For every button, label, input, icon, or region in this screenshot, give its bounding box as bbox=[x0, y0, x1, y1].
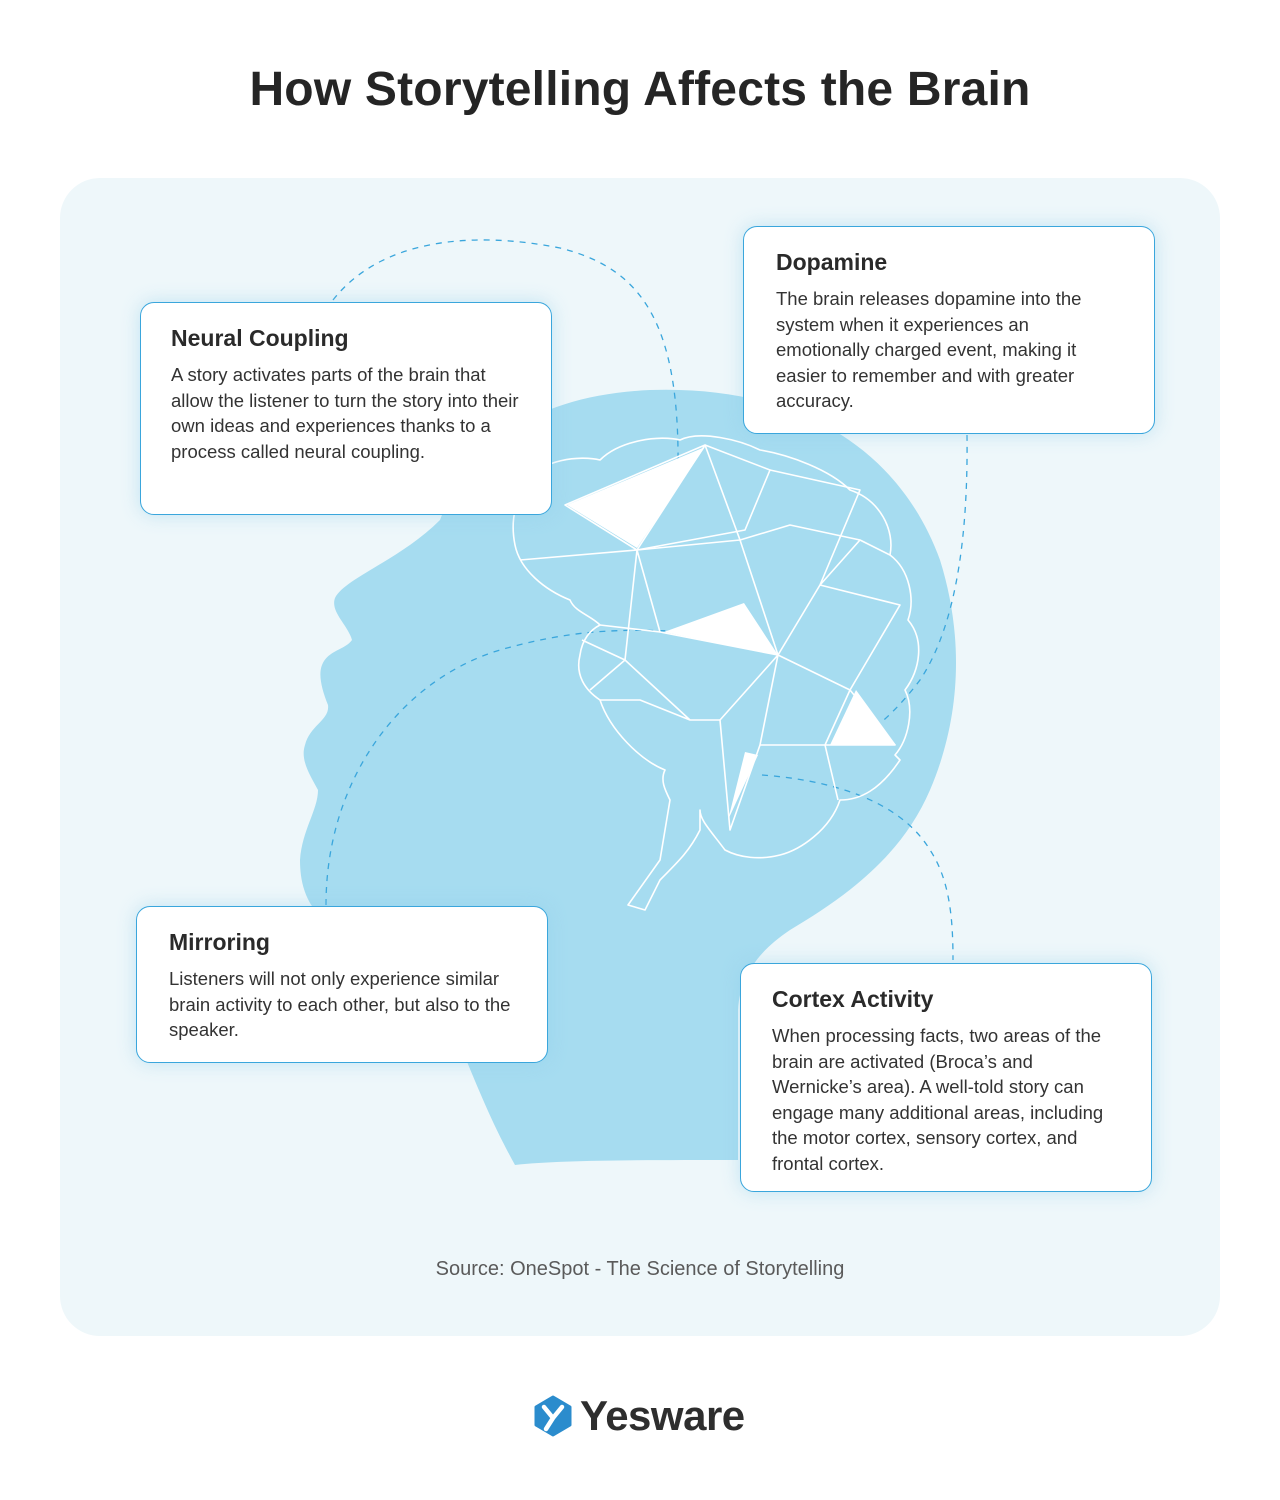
highlight-triangles bbox=[567, 447, 896, 820]
brain-icon bbox=[512, 435, 920, 911]
card-heading: Neural Coupling bbox=[171, 325, 349, 351]
yesware-logo: Yesware bbox=[532, 1392, 745, 1440]
card-mirroring: Mirroring Listeners will not only experi… bbox=[136, 906, 548, 1063]
card-heading: Mirroring bbox=[169, 929, 270, 955]
source-citation: Source: OneSpot - The Science of Storyte… bbox=[435, 1258, 845, 1280]
card-dopamine: Dopamine The brain releases dopamine int… bbox=[743, 226, 1155, 434]
connector-lines bbox=[325, 239, 968, 961]
card-body: The brain releases dopamine into the sys… bbox=[776, 288, 1082, 411]
page-title: How Storytelling Affects the Brain bbox=[249, 63, 1031, 116]
card-body: A story activates parts of the brain tha… bbox=[171, 364, 519, 462]
yesware-y-icon bbox=[534, 1395, 572, 1437]
card-body: When processing facts, two areas of the … bbox=[772, 1025, 1104, 1174]
card-heading: Dopamine bbox=[776, 249, 888, 275]
card-cortex-activity: Cortex Activity When processing facts, t… bbox=[740, 963, 1152, 1192]
card-heading: Cortex Activity bbox=[772, 986, 934, 1012]
logo-text: Yesware bbox=[580, 1392, 745, 1439]
card-body: Listeners will not only experience simil… bbox=[169, 968, 511, 1040]
card-neural-coupling: Neural Coupling A story activates parts … bbox=[140, 302, 552, 515]
